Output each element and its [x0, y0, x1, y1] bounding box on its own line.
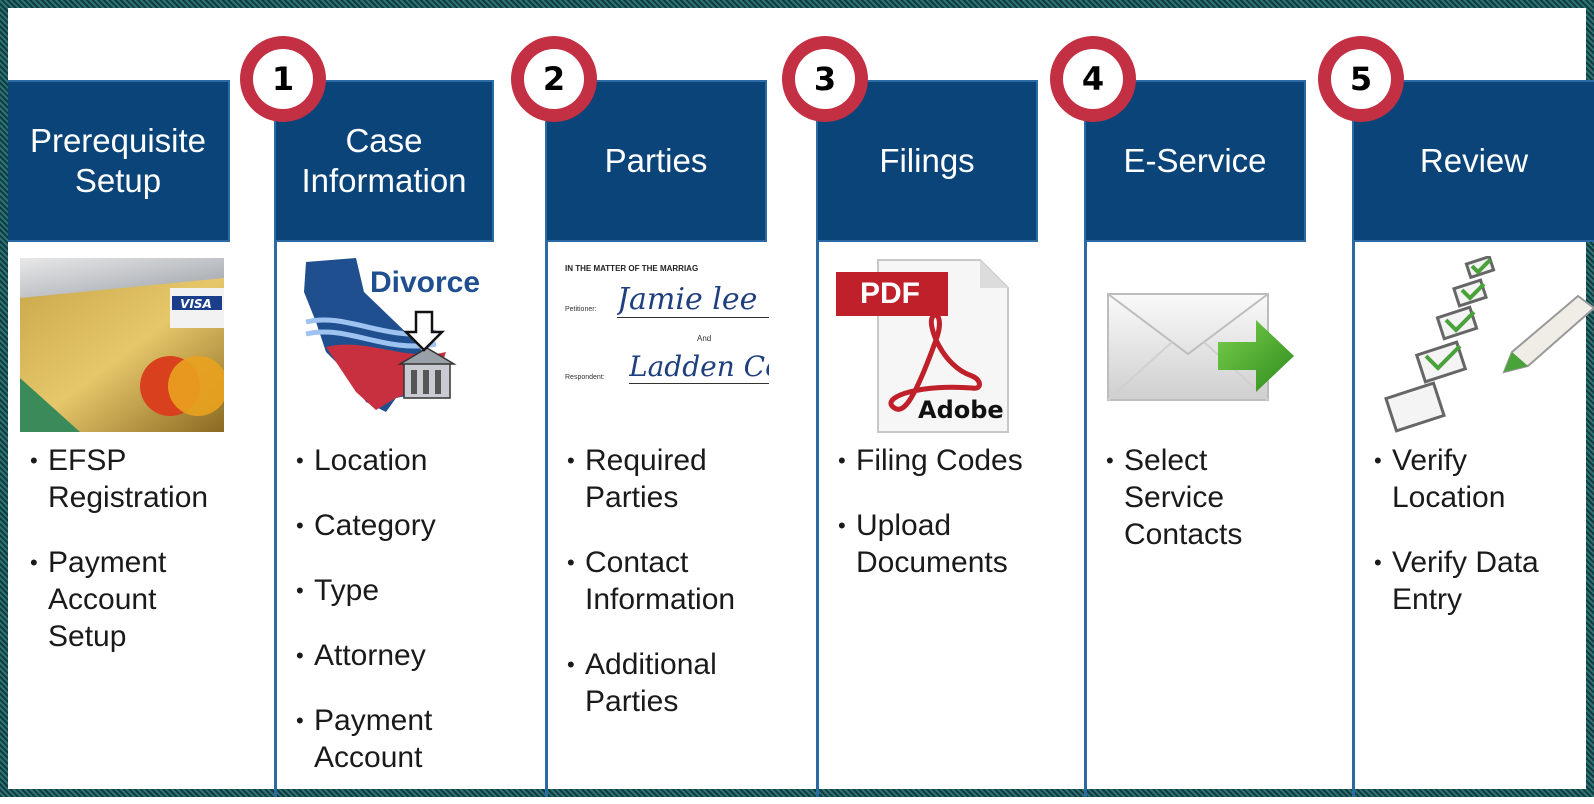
list-item: Contact Information	[559, 544, 769, 618]
step-title: Filings	[879, 142, 975, 179]
pdf-icon: PDF Adobe	[832, 256, 1012, 436]
step-header: Prerequisite Setup	[8, 80, 230, 242]
list-item: Additional Parties	[559, 646, 769, 720]
step-number: 3	[795, 49, 855, 109]
step-title: Case Information	[301, 122, 467, 199]
credit-card-icon: VISA	[20, 258, 228, 432]
step-review: Review 5 Verify Location Verify Data	[1318, 36, 1594, 797]
step-filings: Filings 3 PDF Adobe Filing Codes Upload …	[782, 36, 1038, 797]
doc-heading: IN THE MATTER OF THE MARRIAG	[565, 264, 699, 273]
column-divider	[1084, 80, 1087, 797]
column-divider	[274, 80, 277, 797]
step-prerequisite: Prerequisite Setup VISA EFSP Registratio	[8, 80, 230, 797]
doc-respondent-label: Respondent:	[565, 374, 605, 381]
doc-respondent-signature: Ladden Con	[629, 350, 769, 384]
step-title: Review	[1419, 142, 1529, 179]
list-item: Attorney	[288, 637, 498, 674]
step-case-information: Case Information 1 Divorce Location Cate…	[240, 36, 494, 797]
list-item: Category	[288, 507, 498, 544]
step-items: Filing Codes Upload Documents	[830, 442, 1050, 609]
step-number: 5	[1331, 49, 1391, 109]
step-number-badge: 2	[511, 36, 597, 122]
step-number-badge: 4	[1050, 36, 1136, 122]
step-title: Prerequisite Setup	[29, 122, 207, 199]
step-items: EFSP Registration Payment Account Setup	[22, 442, 232, 683]
list-item: Filing Codes	[830, 442, 1050, 479]
svg-text:VISA: VISA	[180, 297, 212, 311]
step-number-badge: 1	[240, 36, 326, 122]
step-header: Parties	[545, 80, 767, 242]
document-signature-icon: IN THE MATTER OF THE MARRIAG Petitioner:…	[565, 264, 769, 424]
list-item: Type	[288, 572, 498, 609]
list-item: Location	[288, 442, 498, 479]
step-title: Parties	[604, 142, 708, 179]
step-items: Required Parties Contact Information Add…	[559, 442, 769, 748]
doc-petitioner-signature: Jamie lee	[617, 282, 769, 318]
step-items: Select Service Contacts	[1098, 442, 1308, 581]
column-divider	[545, 80, 548, 797]
pdf-label: PDF	[860, 277, 920, 310]
list-item: Required Parties	[559, 442, 769, 516]
list-item: Upload Documents	[830, 507, 1050, 581]
doc-and: And	[697, 334, 712, 343]
step-items: Verify Location Verify Data Entry	[1366, 442, 1594, 646]
step-number-badge: 5	[1318, 36, 1404, 122]
envelope-arrow-icon	[1106, 280, 1296, 410]
step-title: E-Service	[1123, 142, 1267, 179]
step-number-badge: 3	[782, 36, 868, 122]
list-item: Verify Location	[1366, 442, 1542, 516]
checklist-icon	[1364, 254, 1594, 436]
step-number: 1	[253, 49, 313, 109]
list-item: Select Service Contacts	[1098, 442, 1264, 553]
california-map-icon	[286, 252, 506, 432]
step-number: 2	[524, 49, 584, 109]
list-item: Payment Account Setup	[22, 544, 232, 655]
column-divider	[1352, 80, 1355, 797]
step-items: Location Category Type Attorney Payment …	[288, 442, 498, 804]
doc-petitioner-label: Petitioner:	[565, 306, 597, 313]
list-item: Payment Account	[288, 702, 498, 776]
step-e-service: E-Service 4 Select Service Contacts	[1050, 36, 1308, 797]
column-divider	[816, 80, 819, 797]
adobe-label: Adobe	[918, 396, 1004, 424]
divorce-label: Divorce	[370, 266, 481, 299]
list-item: Verify Data Entry	[1366, 544, 1582, 618]
list-item: EFSP Registration	[22, 442, 232, 516]
step-parties: Parties 2 IN THE MATTER OF THE MARRIAG P…	[511, 36, 769, 797]
step-number: 4	[1063, 49, 1123, 109]
